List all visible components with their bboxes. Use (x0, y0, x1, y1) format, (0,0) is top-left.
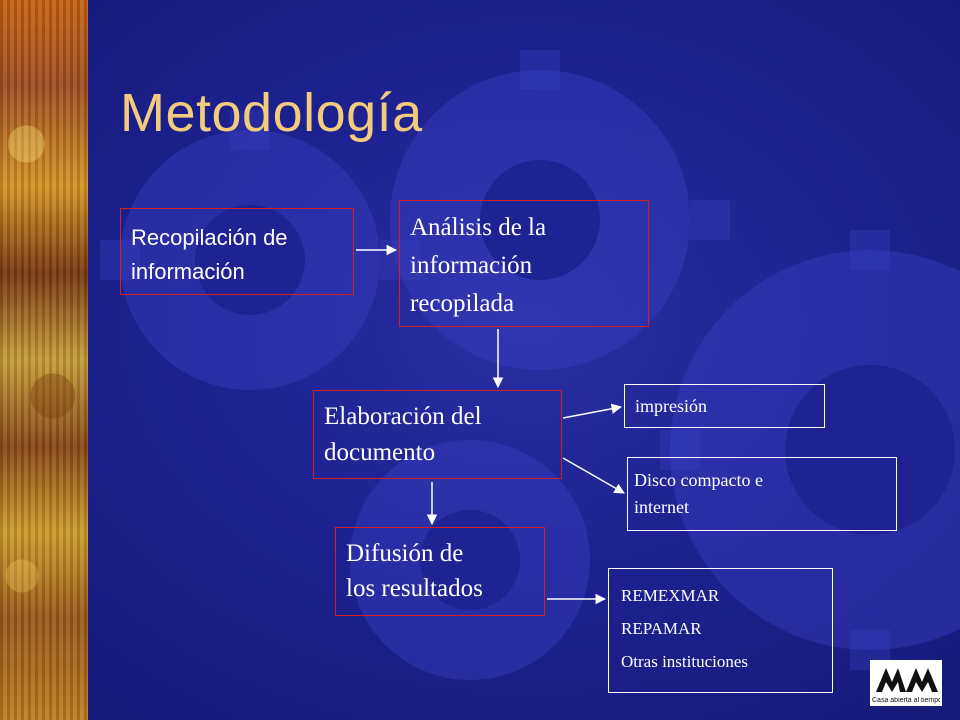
node-line: REMEXMAR (621, 586, 720, 605)
node-line: Recopilación de (131, 225, 288, 250)
node-difusion: Difusión de los resultados (335, 527, 545, 616)
node-line: información (131, 259, 245, 284)
node-line: Análisis de la (410, 214, 547, 241)
node-line: recopilada (410, 290, 515, 317)
node-line: REPAMAR (621, 619, 702, 638)
node-analisis: Análisis de la información recopilada (399, 200, 649, 327)
node-line: Disco compacto e (634, 470, 763, 490)
node-line: Elaboración del (324, 403, 482, 430)
node-line: documento (324, 439, 436, 466)
node-impresion: impresión (624, 384, 825, 428)
node-line: internet (634, 497, 689, 517)
uam-logo: Casa abierta al tiempo (870, 660, 942, 706)
node-line: los resultados (346, 575, 483, 602)
node-line: Difusión de (346, 540, 464, 567)
node-disco: Disco compacto e internet (627, 457, 897, 531)
node-line: Otras instituciones (621, 652, 749, 671)
decorative-left-strip (0, 0, 88, 720)
logo-caption: Casa abierta al tiempo (872, 697, 940, 704)
node-recopilacion: Recopilación de información (120, 208, 354, 295)
slide-title: Metodología (120, 83, 423, 143)
node-instituciones: REMEXMAR REPAMAR Otras instituciones (608, 568, 833, 693)
node-line: información (410, 252, 533, 279)
node-line: impresión (635, 396, 707, 416)
logo-mark-icon (876, 668, 938, 692)
node-elaboracion: Elaboración del documento (313, 390, 562, 479)
